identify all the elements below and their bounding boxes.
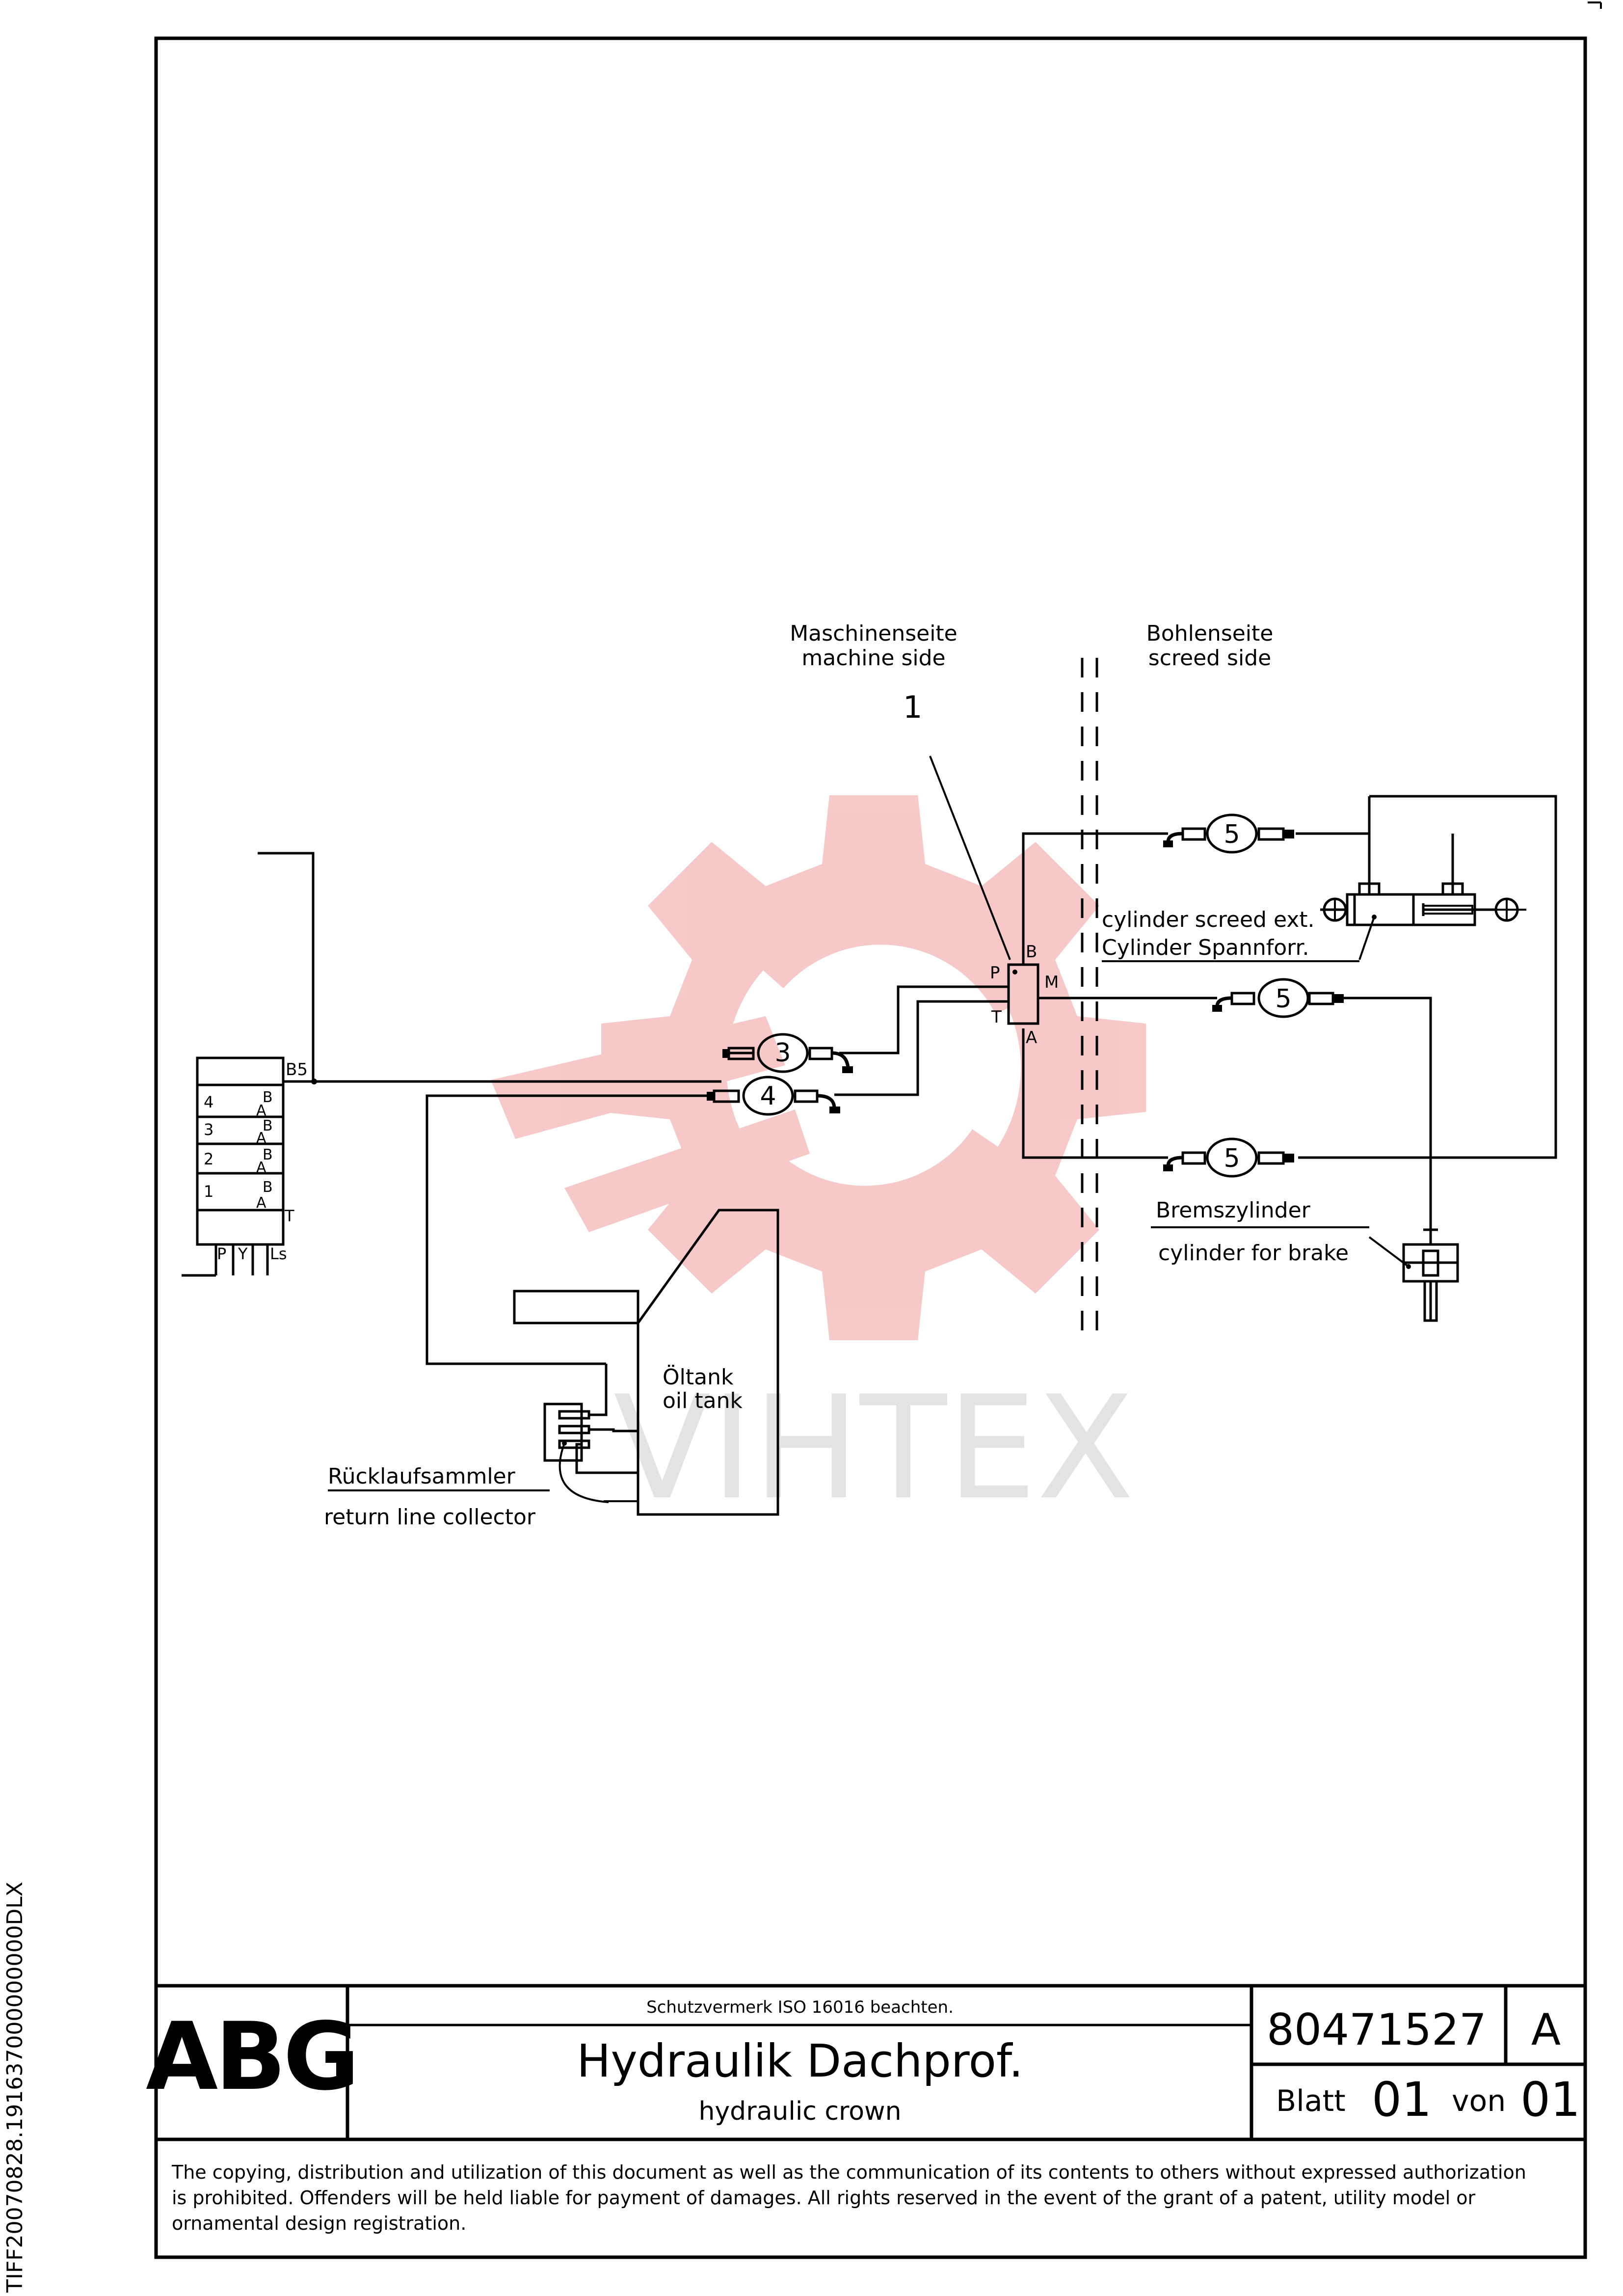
hose-number: 5 — [1275, 984, 1291, 1014]
abg-logo: ABG — [146, 2002, 357, 2111]
hose-number: 5 — [1224, 820, 1240, 849]
cylinder-screed-label-en: cylinder screed ext. — [1102, 907, 1315, 932]
leader-item-1 — [929, 756, 1011, 960]
watermark-text: VIHTEX — [613, 1366, 1134, 1531]
sheet-total: 01 — [1520, 2072, 1580, 2127]
valve-port-a: A — [256, 1159, 266, 1176]
valve-port-a: A — [256, 1130, 266, 1147]
oil-tank — [513, 1209, 779, 1516]
junction-port-t: T — [991, 1007, 1002, 1027]
screed-side-label-de: Bohlenseite — [1146, 621, 1274, 646]
revision: A — [1531, 2004, 1561, 2055]
valve-section-number: 2 — [204, 1150, 213, 1168]
drawing-title-de: Hydraulik Dachprof. — [577, 2035, 1023, 2087]
valve-port-t: T — [284, 1207, 294, 1225]
return-line-collector — [543, 1364, 638, 1503]
junction-port-a: A — [1026, 1028, 1037, 1048]
brake-cylinder-label-en: cylinder for brake — [1158, 1241, 1349, 1266]
hose-3 — [722, 1033, 853, 1073]
sheet-number: 01 — [1372, 2072, 1432, 2127]
valve-port-b: B — [263, 1089, 273, 1106]
control-valve-block — [196, 1056, 285, 1246]
collector-label-de: Rücklaufsammler — [328, 1464, 516, 1489]
valve-port-b5: B5 — [286, 1060, 308, 1080]
hose-number: 5 — [1224, 1144, 1240, 1173]
valve-port-b: B — [263, 1146, 273, 1163]
screed-side-label-en: screed side — [1148, 646, 1271, 671]
of-label: von — [1452, 2084, 1506, 2118]
valve-port-y: Y — [238, 1244, 248, 1263]
oil-tank-label-en: oil tank — [663, 1388, 743, 1413]
brake-cylinder-label-de: Bremszylinder — [1156, 1198, 1311, 1223]
title-block — [156, 1984, 1585, 2141]
sheet-label: Blatt — [1276, 2084, 1346, 2118]
junction-port-b: B — [1026, 942, 1037, 962]
copyright-line: ornamental design registration. — [172, 2213, 466, 2234]
cylinder-screed-ext — [1320, 882, 1526, 960]
valve-port-a: A — [256, 1102, 266, 1119]
hose-4 — [707, 1076, 840, 1116]
valve-section-number: 1 — [204, 1182, 213, 1201]
drawing-frame — [154, 36, 1587, 2259]
copyright-line: The copying, distribution and utilizatio… — [171, 2161, 1526, 2183]
collector-label-en: return line collector — [324, 1505, 536, 1530]
hydraulic-lines — [258, 795, 1557, 1365]
brake-cylinder — [1368, 1222, 1459, 1322]
protection-note: Schutzvermerk ISO 16016 beachten. — [646, 1998, 954, 2017]
machine-side-label-de: Maschinenseite — [790, 621, 958, 646]
valve-section-number: 4 — [204, 1093, 213, 1111]
side-code: TIFF20070828.191637000000000DLX — [2, 1882, 27, 2293]
drawing-title-en: hydraulic crown — [698, 2097, 901, 2126]
junction-port-p: P — [990, 963, 1000, 983]
valve-port-ls: Ls — [270, 1244, 287, 1263]
hose-5-bottom — [1163, 1137, 1294, 1178]
watermark-gear — [491, 795, 1146, 1340]
hose-number: 3 — [774, 1038, 791, 1068]
oil-tank-label-de: Öltank — [663, 1364, 734, 1390]
item-number-1: 1 — [903, 689, 922, 725]
valve-section-number: 3 — [204, 1120, 213, 1139]
drawing-number: 80471527 — [1267, 2004, 1487, 2055]
valve-port-p: P — [217, 1244, 226, 1263]
cylinder-screed-label-de: Cylinder Spannforr. — [1102, 935, 1309, 960]
valve-port-a: A — [256, 1194, 266, 1212]
valve-port-b: B — [263, 1117, 273, 1134]
junction-block — [1007, 963, 1039, 1025]
valve-port-b: B — [263, 1179, 273, 1196]
machine-side-label-en: machine side — [801, 646, 945, 671]
hose-5-top — [1163, 813, 1294, 854]
hose-5-middle — [1212, 978, 1344, 1018]
copyright-line: is prohibited. Offenders will be held li… — [172, 2187, 1476, 2209]
hose-number: 4 — [760, 1081, 776, 1111]
junction-port-m: M — [1044, 972, 1059, 992]
